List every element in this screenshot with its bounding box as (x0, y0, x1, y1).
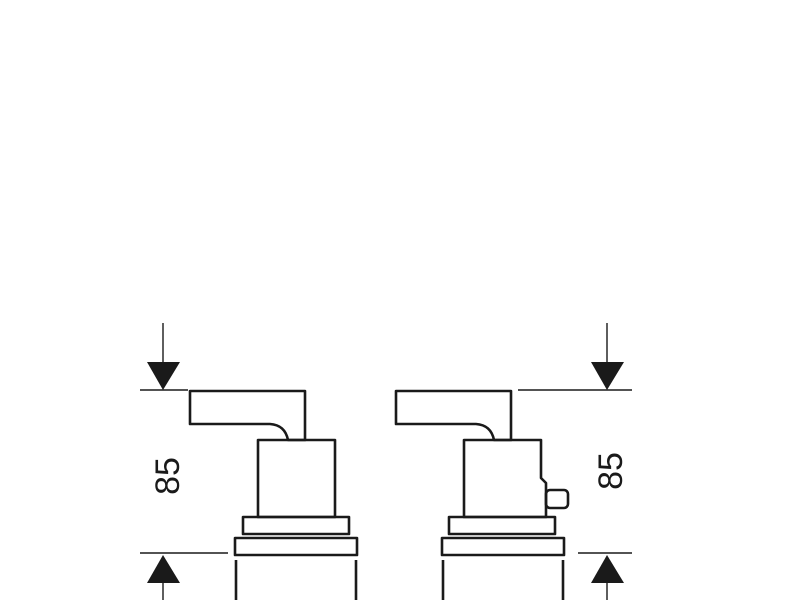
right-valve-view: 85 (394, 323, 632, 600)
right-dimension: 85 (518, 323, 632, 600)
right-top-arrowhead (591, 362, 624, 390)
right-bottom-arrowhead (591, 555, 624, 583)
right-side-button (544, 488, 570, 510)
left-top-arrowhead (147, 362, 180, 390)
left-bottom-arrowhead (147, 555, 180, 583)
left-valve-view: 85 (140, 323, 359, 600)
right-upper-collar (447, 515, 557, 536)
right-flange (440, 536, 566, 557)
left-dimension-label: 85 (149, 457, 187, 495)
left-valve-body (256, 438, 337, 519)
right-dimension-label: 85 (592, 452, 630, 490)
right-valve-body (462, 438, 548, 519)
left-lever-handle (188, 389, 307, 442)
left-upper-collar (241, 515, 351, 536)
right-lever-handle (394, 389, 513, 442)
left-flange (233, 536, 359, 557)
left-dimension: 85 (140, 323, 228, 600)
